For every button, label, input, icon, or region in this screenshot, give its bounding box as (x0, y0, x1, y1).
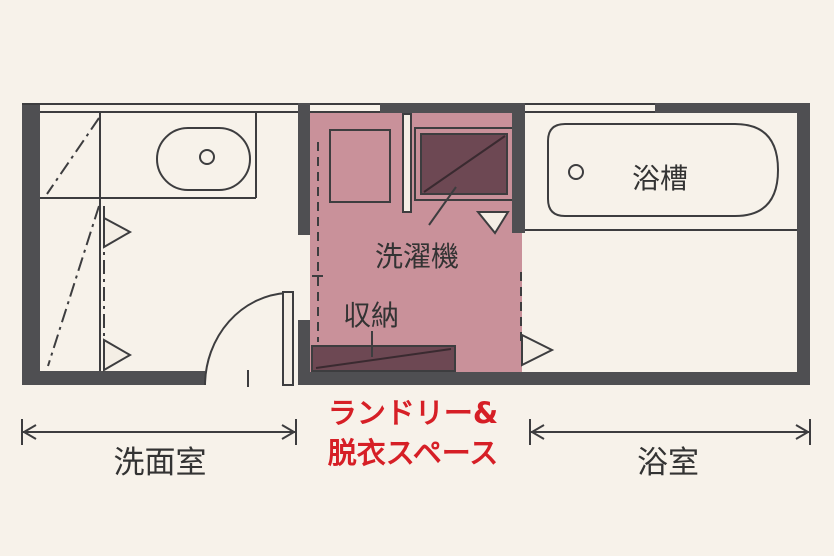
bathroom-dimension-arrow-right (795, 424, 810, 440)
vanity-sink (156, 127, 251, 191)
washroom-left-wall (22, 103, 40, 385)
washroom-label: 洗面室 (114, 445, 207, 481)
bathroom-dimension (529, 419, 811, 445)
entry-door-swing-arc (204, 292, 288, 386)
closet-door-arrow-lower (103, 338, 133, 372)
bathtub-drain (568, 164, 584, 180)
laundry-section: 洗濯機 収納 (298, 103, 555, 385)
sink-drain (199, 149, 215, 165)
closet-lower-diagonal (47, 205, 100, 367)
washroom-dimension-arrow-left (22, 424, 37, 440)
bathtub (547, 123, 780, 217)
bathroom-dimension-arrow-left (530, 424, 545, 440)
laundry-top-wall (380, 103, 520, 113)
laundry-left-wall-lower (298, 320, 310, 385)
closet-door-arrow-upper (103, 216, 133, 249)
laundry-door-arrow-upper (475, 211, 510, 235)
washroom-bottom-wall (22, 371, 205, 385)
closet-upper-diagonal (46, 117, 100, 195)
laundry-right-wall-upper (512, 103, 525, 233)
bathroom-right-wall (797, 103, 810, 385)
washing-machine-leader-line (428, 186, 457, 226)
bathroom-top-wall (655, 103, 810, 113)
storage-diagonal (315, 348, 452, 369)
laundry-shelf-outline (329, 129, 391, 203)
bathroom-door-arrow (521, 333, 555, 367)
laundry-label-line1: ランドリー& (328, 396, 498, 430)
bathroom-label: 浴室 (637, 445, 699, 481)
laundry-left-wall-upper (298, 103, 310, 235)
storage-label: 収納 (343, 299, 399, 332)
washroom-section (22, 103, 298, 387)
entry-door-leaf (282, 291, 294, 386)
laundry-divider (402, 113, 412, 213)
washing-machine-diagonal (423, 135, 506, 193)
washroom-dimension-arrow-right (281, 424, 296, 440)
washing-machine-label: 洗濯機 (375, 240, 459, 273)
laundry-label-line2: 脱衣スペース (328, 436, 499, 470)
washroom-dimension (21, 419, 297, 445)
bathtub-label: 浴槽 (632, 162, 688, 195)
bottom-wall-right (298, 372, 810, 385)
bathroom-section: 浴槽 (298, 103, 810, 385)
